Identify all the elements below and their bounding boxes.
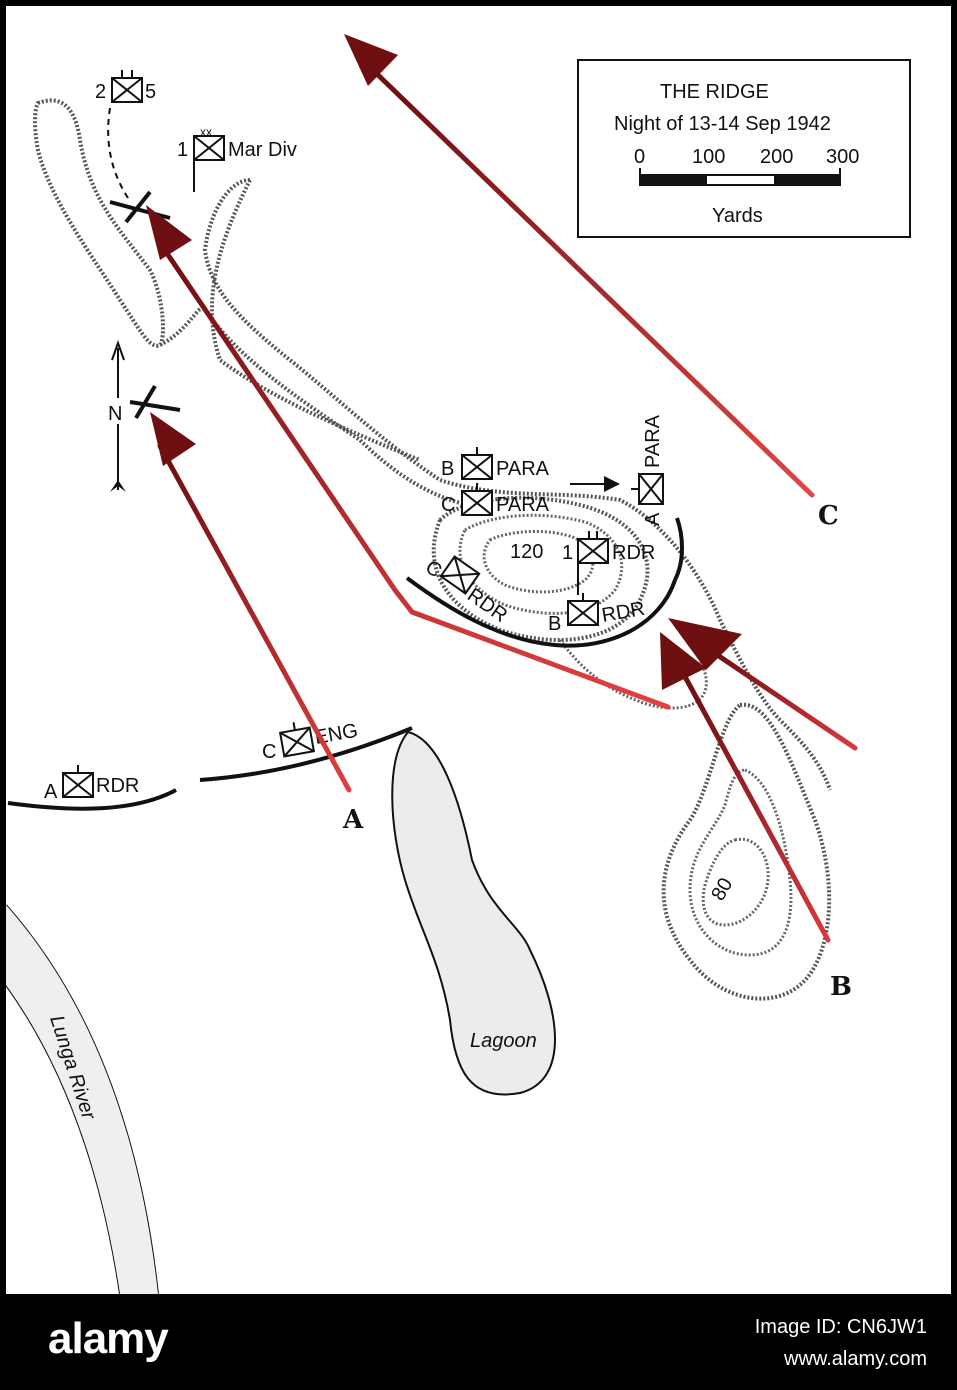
compass-label: N bbox=[108, 403, 122, 425]
unit-1-rdr-right: RDR bbox=[612, 542, 655, 564]
unit-symbol-b-para bbox=[461, 447, 493, 480]
unit-2-5-left: 2 bbox=[95, 81, 106, 103]
attack-arrow-a-ridge bbox=[146, 205, 671, 710]
front-line-west-b bbox=[199, 726, 413, 782]
unit-symbol-b-rdr bbox=[567, 593, 599, 626]
unit-symbol-1-rdr bbox=[577, 531, 609, 595]
attack-arrow-b-2 bbox=[668, 618, 858, 751]
watermark-url: www.alamy.com bbox=[784, 1348, 927, 1370]
hill-120-ring-1 bbox=[431, 495, 650, 642]
scale-bar bbox=[639, 168, 841, 186]
map-frame: Lunga River Lagoon 80 120 N bbox=[5, 6, 951, 1295]
elevation-80: 80 bbox=[707, 874, 737, 904]
attack-arrow-b-1 bbox=[660, 632, 831, 943]
ridge-contour-branch bbox=[209, 179, 421, 462]
ridge-contour-outer bbox=[33, 98, 165, 348]
unit-1-mardiv-right: Mar Div bbox=[228, 139, 297, 161]
unit-a-rdr-left: A bbox=[44, 781, 58, 803]
unit-1-rdr-left: 1 bbox=[562, 542, 573, 564]
watermark-footer: alamy Image ID: CN6JW1 www.alamy.com bbox=[0, 1300, 957, 1390]
unit-c-eng-left: C bbox=[262, 741, 276, 763]
compass-north-arrow bbox=[100, 339, 130, 492]
unit-symbol-c-para bbox=[461, 483, 493, 516]
unit-b-para-left: B bbox=[441, 458, 454, 480]
elevation-120: 120 bbox=[510, 541, 543, 563]
unit-b-para-right: PARA bbox=[496, 458, 550, 480]
scale-tick-200: 200 bbox=[760, 146, 793, 168]
watermark-image-id: Image ID: CN6JW1 bbox=[754, 1316, 927, 1338]
unit-a-rdr-right: RDR bbox=[96, 775, 139, 797]
attack-label-b: B bbox=[830, 972, 852, 1002]
front-line-ridge bbox=[405, 517, 684, 648]
attack-arrow-c bbox=[344, 34, 815, 498]
river-water bbox=[6, 905, 158, 1294]
objective-cross-south bbox=[129, 384, 181, 420]
hill-120-ring-2 bbox=[458, 513, 624, 615]
unit-b-rdr-left: B bbox=[548, 613, 561, 635]
unit-symbol-a-rdr bbox=[62, 765, 94, 798]
svg-text:xx: xx bbox=[200, 125, 212, 139]
unit-b-rdr-right: RDR bbox=[600, 598, 647, 627]
scale-tick-100: 100 bbox=[692, 146, 725, 168]
ridge-contour-spine bbox=[202, 178, 832, 791]
unit-symbol-c-eng bbox=[278, 722, 316, 758]
lagoon-label: Lagoon bbox=[470, 1030, 537, 1052]
front-line-west-a bbox=[7, 788, 177, 811]
unit-a-para-left: A bbox=[642, 512, 664, 526]
unit-1-mardiv-left: 1 bbox=[177, 139, 188, 161]
hill-80-ring-3 bbox=[701, 837, 770, 927]
unit-symbol-1-mardiv: xx bbox=[193, 125, 225, 192]
objective-cross-north bbox=[109, 190, 171, 224]
battle-map: Lunga River Lagoon 80 120 N bbox=[5, 34, 911, 1295]
hill-80-ring-2 bbox=[688, 768, 793, 957]
unit-a-para-right: PARA bbox=[642, 414, 664, 468]
legend-title: THE RIDGE bbox=[660, 81, 769, 103]
attack-arrow-a-west bbox=[150, 412, 352, 793]
scale-tick-0: 0 bbox=[634, 146, 645, 168]
lagoon-shape bbox=[391, 730, 556, 1096]
scale-unit: Yards bbox=[712, 205, 763, 227]
withdrawal-route bbox=[107, 107, 129, 199]
attack-label-a: A bbox=[342, 805, 364, 835]
unit-symbol-c-rdr bbox=[439, 555, 481, 595]
unit-symbol-a-para bbox=[631, 473, 664, 505]
hill-120-ring-4 bbox=[558, 639, 708, 710]
unit-c-rdr-left: C bbox=[421, 556, 445, 582]
movement-arrow-para bbox=[570, 476, 620, 492]
unit-c-para-left: C bbox=[441, 494, 455, 516]
attack-label-c: C bbox=[818, 501, 839, 531]
unit-2-5-right: 5 bbox=[145, 81, 156, 103]
unit-symbol-2-5 bbox=[111, 70, 143, 103]
unit-c-para-right: PARA bbox=[496, 494, 550, 516]
river-bank-left bbox=[5, 984, 121, 1295]
legend-box bbox=[577, 59, 911, 238]
watermark-brand: alamy bbox=[48, 1314, 169, 1363]
scale-tick-300: 300 bbox=[826, 146, 859, 168]
legend-subtitle: Night of 13-14 Sep 1942 bbox=[614, 113, 831, 135]
